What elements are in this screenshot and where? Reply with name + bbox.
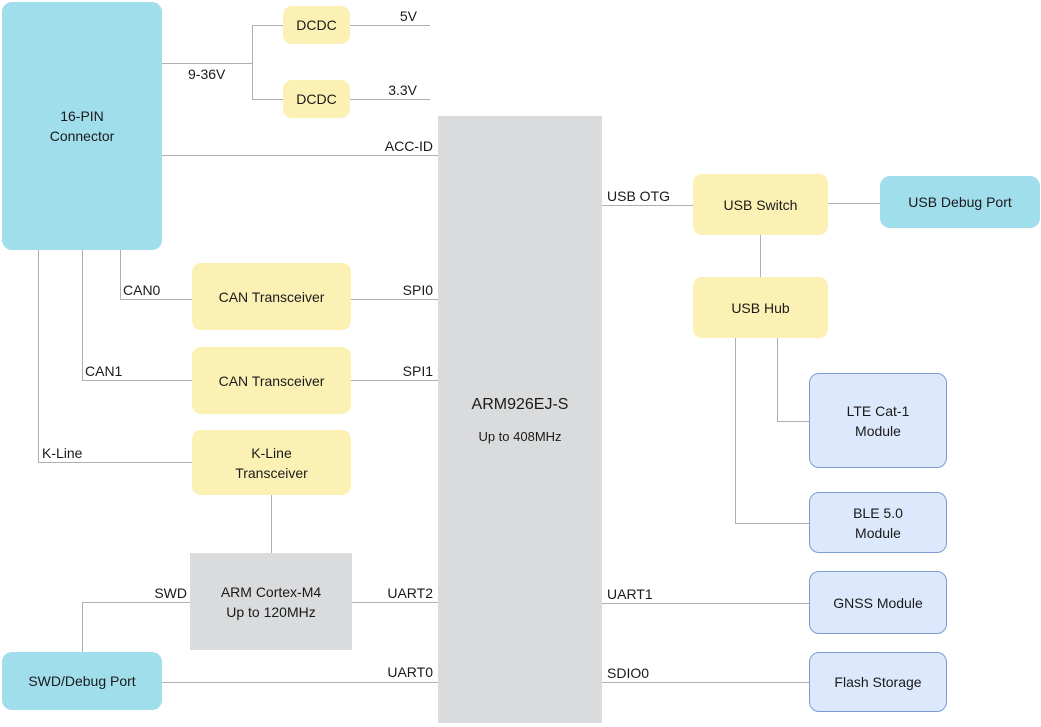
node-arm926ej-s: ARM926EJ-S Up to 408MHz xyxy=(438,116,602,723)
node-label: Transceiver xyxy=(235,464,308,481)
edge-acc-id xyxy=(162,155,438,156)
edge-label-can1: CAN1 xyxy=(85,363,123,379)
edge-label-acc-id: ACC-ID xyxy=(384,138,433,154)
edge-label-spi0: SPI0 xyxy=(402,282,433,298)
edge-label-can0: CAN0 xyxy=(123,282,161,298)
edge-3v3-out xyxy=(350,99,430,100)
edge-hub-to-ble-drop xyxy=(735,338,736,523)
edge-hub-to-lte-drop xyxy=(777,338,778,421)
node-label: Connector xyxy=(49,128,115,144)
node-subtitle: Up to 408MHz xyxy=(478,428,562,444)
node-label: DCDC xyxy=(296,91,337,107)
edge-hub-to-lte xyxy=(777,421,809,422)
node-label: CAN Transceiver xyxy=(218,372,325,389)
edge-label-spi1: SPI1 xyxy=(402,363,433,379)
node-k-line-transceiver: K-Line Transceiver xyxy=(192,430,351,495)
edge-spi1 xyxy=(351,380,438,381)
edge-label-3-3v: 3.3V xyxy=(388,82,417,98)
node-label: Flash Storage xyxy=(834,674,922,690)
edge-spi0 xyxy=(351,299,438,300)
edge-switch-to-hub xyxy=(760,235,761,277)
edge-kline-drop xyxy=(38,250,39,462)
node-flash-storage: Flash Storage xyxy=(809,652,947,712)
edge-label-k-line: K-Line xyxy=(42,445,83,461)
node-label: 16-PIN xyxy=(60,108,104,124)
node-label: CAN Transceiver xyxy=(218,288,325,305)
edge-label-uart1: UART1 xyxy=(607,586,653,602)
edge-power-trunk xyxy=(162,63,252,64)
node-arm-cortex-m4: ARM Cortex-M4 Up to 120MHz xyxy=(190,553,352,650)
edge-label-uart0: UART0 xyxy=(387,664,433,680)
edge-switch-to-debug xyxy=(828,203,880,204)
edge-label-9-36v: 9-36V xyxy=(188,66,226,82)
edge-label-usb-otg: USB OTG xyxy=(607,188,671,204)
node-gnss-module: GNSS Module xyxy=(809,571,947,634)
node-label: LTE Cat-1 xyxy=(846,402,910,419)
edge-can0 xyxy=(120,299,192,300)
node-16-pin-connector: 16-PIN Connector xyxy=(2,2,162,250)
edge-power-to-dcdc2 xyxy=(252,99,283,100)
edge-label-swd: SWD xyxy=(154,585,187,601)
node-dcdc-5v: DCDC xyxy=(283,6,350,44)
node-label: USB Hub xyxy=(731,299,790,316)
edge-kline xyxy=(38,462,192,463)
node-label: K-Line xyxy=(251,444,292,461)
node-dcdc-3v3: DCDC xyxy=(283,80,350,118)
edge-can1 xyxy=(82,380,192,381)
edge-kline-to-m4 xyxy=(271,495,272,553)
edge-sdio0 xyxy=(602,682,809,683)
edge-label-uart2: UART2 xyxy=(387,585,433,601)
node-label: USB Debug Port xyxy=(908,194,1012,210)
edge-power-to-dcdc1 xyxy=(252,25,283,26)
node-title: ARM926EJ-S xyxy=(471,395,569,413)
node-swd-debug-port: SWD/Debug Port xyxy=(2,652,162,710)
edge-power-branch xyxy=(252,25,253,99)
edge-label-sdio0: SDIO0 xyxy=(607,665,650,681)
node-usb-hub: USB Hub xyxy=(693,277,828,338)
edge-5v-out xyxy=(350,25,430,26)
node-usb-debug-port: USB Debug Port xyxy=(880,176,1040,228)
node-can-transceiver-1: CAN Transceiver xyxy=(192,347,351,414)
edge-uart2 xyxy=(352,602,438,603)
node-label: GNSS Module xyxy=(833,594,923,611)
edge-can0-drop xyxy=(120,250,121,299)
edge-swd-drop xyxy=(82,602,83,652)
node-label: SWD/Debug Port xyxy=(28,673,136,689)
edge-swd xyxy=(82,602,190,603)
node-ble-5-module: BLE 5.0 Module xyxy=(809,492,947,553)
edge-can1-drop xyxy=(82,250,83,380)
node-label: ARM Cortex-M4 xyxy=(220,583,322,600)
edge-uart0 xyxy=(162,682,438,683)
edge-uart1 xyxy=(602,603,809,604)
node-label: Module xyxy=(855,524,901,541)
node-label: DCDC xyxy=(296,17,337,33)
edge-hub-to-ble xyxy=(735,523,809,524)
edge-usb-otg xyxy=(602,205,693,206)
edge-label-5v: 5V xyxy=(399,8,417,24)
node-can-transceiver-0: CAN Transceiver xyxy=(192,263,351,330)
node-usb-switch: USB Switch xyxy=(693,174,828,235)
node-label: Up to 120MHz xyxy=(226,603,316,620)
node-label: BLE 5.0 xyxy=(853,504,903,521)
node-lte-cat1-module: LTE Cat-1 Module xyxy=(809,373,947,468)
node-label: Module xyxy=(855,422,901,439)
node-label: USB Switch xyxy=(723,196,798,213)
